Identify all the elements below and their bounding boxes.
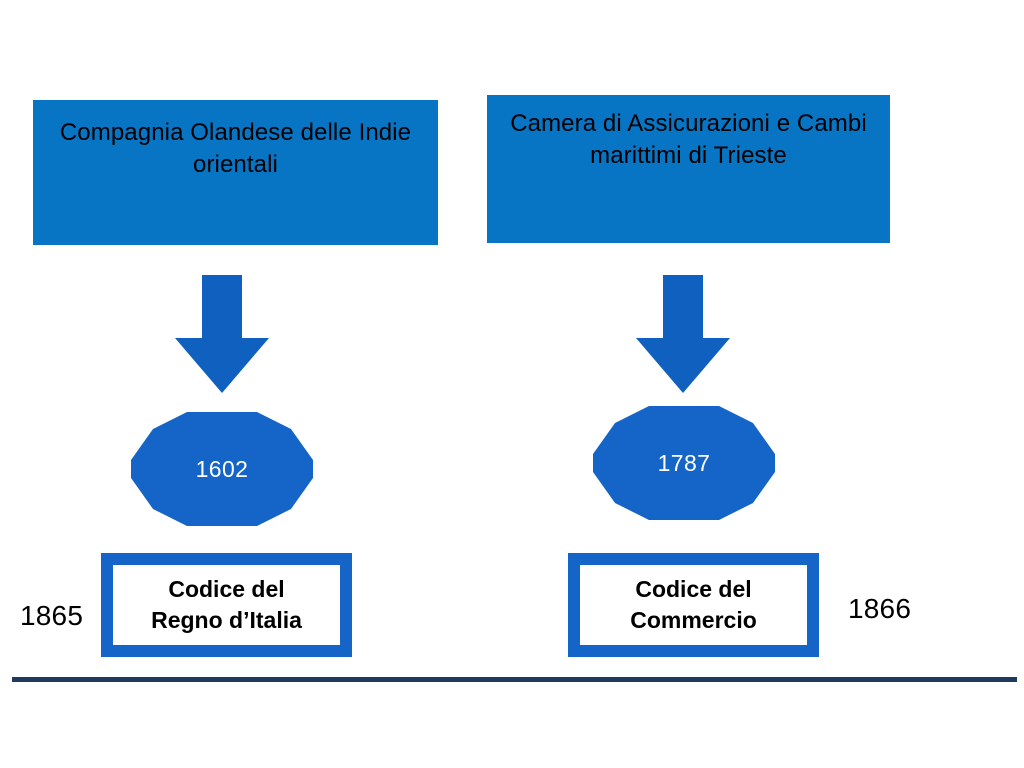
year-node-1787: 1787: [593, 406, 775, 520]
header-box-camera: Camera di Assicurazioni e Cambi marittim…: [487, 95, 890, 243]
header-box-compagnia-label: Compagnia Olandese delle Indie orientali: [59, 119, 412, 178]
year-node-1602-label: 1602: [195, 455, 249, 482]
bottom-divider-rule: [12, 677, 1017, 682]
code-box-codice-commercio-inner: Codice del Commercio: [580, 565, 807, 645]
code-box-codice-regno-italia: Codice del Regno d’Italia: [101, 553, 352, 657]
down-arrow-icon-right: [636, 275, 730, 393]
header-box-camera-label: Camera di Assicurazioni e Cambi marittim…: [510, 110, 867, 169]
code-box-codice-regno-italia-line2: Regno d’Italia: [151, 607, 302, 633]
code-box-codice-regno-italia-inner: Codice del Regno d’Italia: [113, 565, 340, 645]
side-year-1866: 1866: [848, 593, 912, 624]
header-box-compagnia: Compagnia Olandese delle Indie orientali: [33, 100, 438, 245]
code-box-codice-regno-italia-line1: Codice del: [168, 575, 285, 602]
code-box-codice-commercio: Codice del Commercio: [568, 553, 819, 657]
code-box-codice-commercio-line1: Codice del: [635, 575, 752, 602]
side-year-1865: 1865: [20, 600, 84, 631]
code-box-codice-commercio-line2: Commercio: [630, 607, 757, 633]
down-arrow-icon-left: [175, 275, 269, 393]
year-node-1787-label: 1787: [657, 449, 711, 476]
year-node-1602: 1602: [131, 412, 313, 526]
